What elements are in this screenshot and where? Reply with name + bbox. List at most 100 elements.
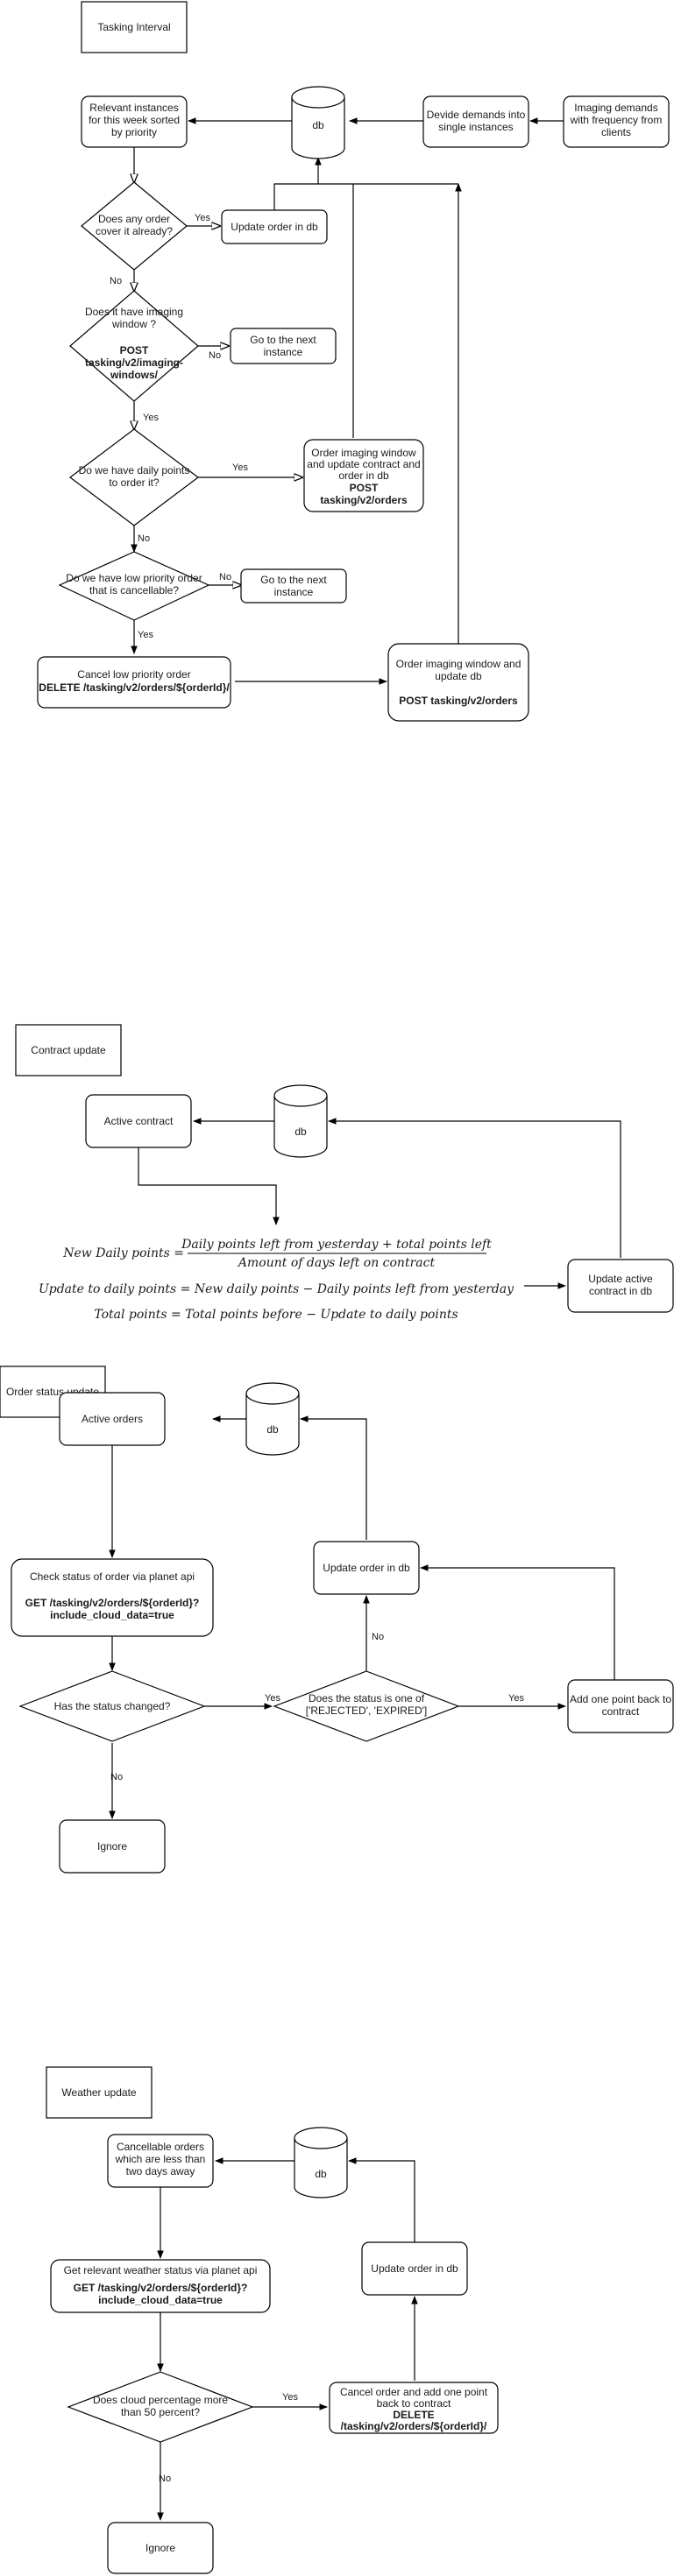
svg-text:tasking/v2/orders: tasking/v2/orders bbox=[320, 494, 408, 506]
svg-text:POST: POST bbox=[350, 482, 379, 494]
q-low-no-label: No bbox=[219, 572, 231, 582]
svg-text:by priority: by priority bbox=[111, 126, 157, 138]
status-ignore-node: Ignore bbox=[59, 1819, 166, 1874]
status-edges bbox=[109, 1415, 615, 1819]
svg-text:Ignore: Ignore bbox=[97, 1840, 127, 1853]
q-changed-decision: Has the status changed? bbox=[18, 1670, 206, 1742]
q-low-yes-label: Yes bbox=[138, 630, 153, 640]
weather-ignore-node: Ignore bbox=[107, 2522, 214, 2574]
q-cover-yes-label: Yes bbox=[195, 213, 210, 223]
svg-text:include_cloud_data=true: include_cloud_data=true bbox=[50, 1609, 174, 1621]
tasking-title: Tasking Interval bbox=[97, 21, 170, 33]
svg-text:contract in db: contract in db bbox=[589, 1285, 652, 1297]
formula-block: New Daily points = Daily points left fro… bbox=[39, 1238, 514, 1322]
update-order-node: Update order in db bbox=[221, 209, 328, 244]
q-daily-decision: Do we have daily points to order it? bbox=[69, 428, 199, 526]
relevant-instances-node: Relevant instances for this week sorted … bbox=[81, 95, 188, 148]
svg-text:Update order in db: Update order in db bbox=[371, 2262, 458, 2275]
q-changed-yes-label: Yes bbox=[265, 1693, 280, 1704]
cancel-low-node: Cancel low priority order DELETE /taskin… bbox=[37, 656, 231, 709]
svg-text:Cancel low priority order: Cancel low priority order bbox=[77, 668, 190, 681]
active-orders-node: Active orders bbox=[59, 1392, 166, 1446]
weather-title: Weather update bbox=[61, 2086, 136, 2099]
svg-text:POST: POST bbox=[120, 344, 149, 356]
q-cover-decision: Does any order cover it already? bbox=[81, 181, 188, 271]
tasking-db-cylinder: db bbox=[291, 86, 345, 159]
edge-update-to-db bbox=[300, 1415, 367, 1540]
svg-text:that is cancellable?: that is cancellable? bbox=[89, 584, 179, 596]
svg-text:Add one point back to: Add one point back to bbox=[570, 1693, 671, 1705]
svg-text:order in db: order in db bbox=[338, 469, 389, 482]
q-daily-no-label: No bbox=[138, 533, 150, 544]
svg-text:db: db bbox=[294, 1126, 307, 1138]
svg-text:instance: instance bbox=[274, 586, 314, 598]
formula-1-denominator: Amount of days left on contract bbox=[237, 1256, 436, 1270]
svg-text:DELETE /tasking/v2/orders/${or: DELETE /tasking/v2/orders/${orderId}/ bbox=[39, 681, 230, 694]
svg-text:contract: contract bbox=[602, 1705, 640, 1718]
formula-1-lhs: New Daily points = bbox=[62, 1246, 184, 1260]
svg-text:Do we have daily points: Do we have daily points bbox=[79, 464, 190, 476]
edge-update-order-up bbox=[273, 183, 458, 210]
q-rejected-no-label: No bbox=[372, 1632, 384, 1642]
edge-add-point-to-update bbox=[420, 1564, 615, 1680]
tasking-title-box: Tasking Interval bbox=[81, 1, 188, 53]
contract-edges bbox=[138, 1118, 621, 1289]
cancel-order-node: Cancel order and add one point back to c… bbox=[329, 2382, 499, 2434]
weather-db-cylinder: db bbox=[294, 2127, 348, 2198]
svg-text:Cancel order and add one point: Cancel order and add one point bbox=[340, 2386, 488, 2398]
svg-text:Do we have low priority order: Do we have low priority order bbox=[66, 572, 202, 584]
svg-text:which are less than: which are less than bbox=[115, 2153, 206, 2165]
svg-text:than 50 percent?: than 50 percent? bbox=[121, 2406, 200, 2418]
q-window-yes-label: Yes bbox=[143, 413, 159, 423]
svg-text:/tasking/v2/orders/${orderId}/: /tasking/v2/orders/${orderId}/ bbox=[341, 2420, 487, 2432]
q-cloud-yes-label: Yes bbox=[282, 2392, 298, 2403]
svg-text:with frequency from: with frequency from bbox=[570, 114, 663, 126]
svg-text:Devide demands into: Devide demands into bbox=[427, 109, 526, 121]
svg-text:DELETE: DELETE bbox=[393, 2409, 434, 2421]
q-cover-no-label: No bbox=[110, 276, 122, 286]
svg-text:Order imaging window: Order imaging window bbox=[311, 447, 416, 459]
svg-text:to order it?: to order it? bbox=[109, 476, 160, 489]
svg-text:Order imaging window and: Order imaging window and bbox=[396, 658, 521, 670]
svg-text:Has the status changed?: Has the status changed? bbox=[54, 1700, 171, 1712]
svg-text:Cancellable orders: Cancellable orders bbox=[117, 2141, 204, 2153]
q-rejected-decision: Does the status is one of ['REJECTED', '… bbox=[273, 1670, 460, 1742]
active-contract-node: Active contract bbox=[85, 1094, 192, 1148]
svg-text:['REJECTED', 'EXPIRED']: ['REJECTED', 'EXPIRED'] bbox=[306, 1704, 428, 1717]
weather-section: Weather update Cancellable orders which … bbox=[46, 2066, 499, 2574]
update-contract-node: Update active contract in db bbox=[567, 1259, 674, 1313]
q-cloud-decision: Does cloud percentage more than 50 perce… bbox=[67, 2371, 254, 2443]
svg-text:Relevant instances: Relevant instances bbox=[89, 102, 178, 114]
formula-1-numerator: Daily points left from yesterday + total… bbox=[181, 1238, 492, 1252]
weather-edges bbox=[157, 2157, 418, 2521]
edge-update-contract-to-db bbox=[328, 1118, 621, 1258]
svg-text:update db: update db bbox=[435, 670, 482, 682]
svg-text:Go to the next: Go to the next bbox=[260, 574, 327, 586]
q-low-decision: Do we have low priority order that is ca… bbox=[58, 551, 210, 621]
svg-text:for this week sorted: for this week sorted bbox=[89, 114, 180, 126]
status-section: Order status update Active orders db Che… bbox=[0, 1366, 674, 1874]
svg-text:db: db bbox=[312, 119, 324, 131]
tasking-section: Tasking Interval Relevant instances for … bbox=[37, 1, 670, 722]
get-weather-node: Get relevant weather status via planet a… bbox=[50, 2259, 271, 2313]
order-window-2-node: Order imaging window and update db POST … bbox=[387, 643, 529, 722]
next-instance-1-node: Go to the next instance bbox=[230, 328, 337, 364]
status-update-order-node: Update order in db bbox=[313, 1541, 420, 1595]
svg-text:Imaging demands: Imaging demands bbox=[574, 102, 657, 114]
tasking-edges bbox=[134, 117, 564, 685]
check-status-node: Check status of order via planet api GET… bbox=[11, 1558, 214, 1637]
svg-text:Does it have imaging: Does it have imaging bbox=[85, 306, 183, 318]
svg-text:windows/: windows/ bbox=[110, 369, 159, 381]
q-rejected-yes-label: Yes bbox=[508, 1693, 524, 1704]
svg-text:tasking/v2/imaging-: tasking/v2/imaging- bbox=[85, 356, 183, 369]
q-daily-yes-label: Yes bbox=[232, 462, 248, 473]
svg-text:GET /tasking/v2/orders/${order: GET /tasking/v2/orders/${orderId}? bbox=[25, 1597, 200, 1609]
svg-text:and update contract and: and update contract and bbox=[307, 458, 420, 470]
svg-text:Does cloud percentage more: Does cloud percentage more bbox=[93, 2394, 228, 2406]
q-window-no-label: No bbox=[209, 350, 221, 361]
q-cloud-no-label: No bbox=[159, 2474, 171, 2484]
q-window-decision: Does it have imaging window ? POST taski… bbox=[69, 290, 199, 402]
imaging-demands-node: Imaging demands with frequency from clie… bbox=[563, 95, 670, 148]
svg-text:cover it already?: cover it already? bbox=[96, 225, 173, 237]
status-db-cylinder: db bbox=[245, 1382, 300, 1456]
